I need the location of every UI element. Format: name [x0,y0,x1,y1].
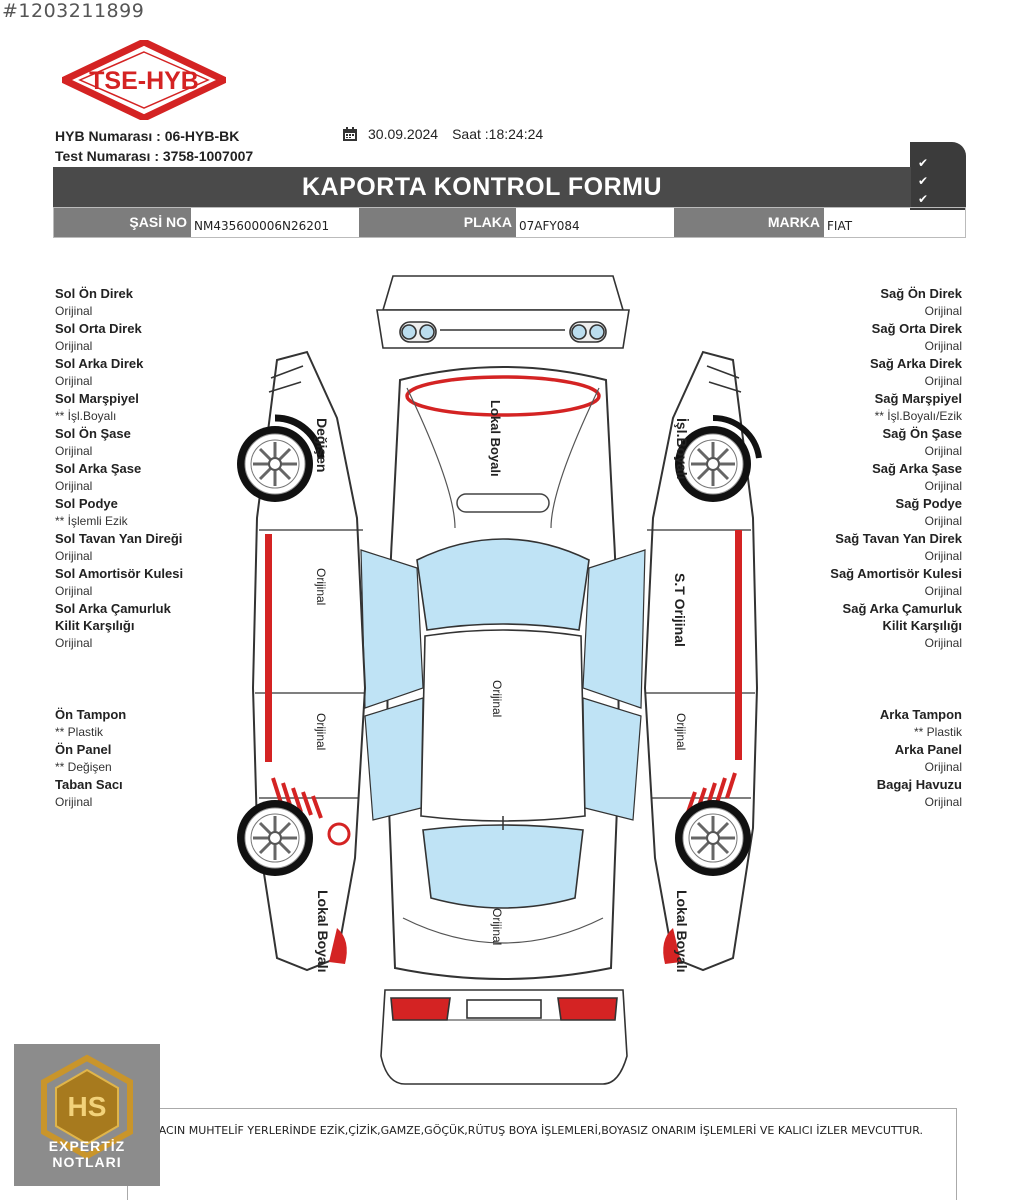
badge-monogram: HS [68,1091,107,1122]
left-sill-damage [265,534,272,762]
trunk-label: Orijinal [490,908,504,945]
front-view [376,275,630,349]
rear-view [380,989,628,1085]
list-item: Sağ Marşpiyel** İşl.Boyalı/Ezik [874,391,962,423]
list-item: Ön Tampon** Plastik [55,707,127,739]
check-icon: ✔ [918,156,929,170]
checklist-panel: ✔ ✔ ✔ [910,142,966,210]
report-datetime: 30.09.2024 Saat :18:24:24 [342,126,543,142]
right-side-view: İşl.Boyalı S.T Orijinal Orijinal Lokal B… [643,350,762,972]
listing-id: #1203211899 [2,0,145,22]
list-item: Arka Tampon** Plastik [879,707,962,739]
plate-value: 07AFY084 [519,219,580,233]
list-item: Sağ Arka Çamurluk [842,601,962,616]
hs-shield-icon: HS [41,1054,133,1160]
roof-label: Orijinal [490,680,504,717]
vehicle-info-bar: ŞASİ NO NM435600006N26201 PLAKA 07AFY084… [53,207,966,238]
report-meta: HYB Numarası : 06-HYB-BK Test Numarası :… [55,126,253,166]
brand-label: MARKA [674,208,824,237]
tse-hyb-logo: TSE-HYB [55,38,233,122]
left-rear-door-label: Orijinal [314,713,328,750]
left-front-fender-label: Değişen [314,418,330,472]
left-rear-fender-label: Lokal Boyalı [315,890,331,972]
calendar-icon [342,126,358,142]
badge-line2: NOTLARI [52,1154,122,1170]
right-front-door-label: S.T Orijinal [672,573,688,647]
chassis-label: ŞASİ NO [54,208,191,237]
list-item: Sol Podye** İşlemli Ezik [55,496,128,528]
report-date: 30.09.2024 [368,126,439,142]
test-number: Test Numarası : 3758-1007007 [55,148,254,164]
list-item: Sol Arka Çamurluk [55,601,171,616]
hood-label: Lokal Boyalı [488,400,503,477]
check-icon: ✔ [918,174,929,188]
plate-label: PLAKA [359,208,516,237]
chassis-value: NM435600006N26201 [194,219,330,233]
list-item: Sol Marşpiyel** İşl.Boyalı [55,391,139,423]
form-title: KAPORTA KONTROL FORMU [53,167,911,207]
left-side-view: Değişen Orijinal Orijinal Lokal Boyalı [235,350,367,972]
logo-text: TSE-HYB [89,67,199,95]
notes-box: ARACIN MUHTELİF YERLERİNDE EZİK,ÇİZİK,GA… [127,1108,957,1200]
left-lower-list: Ön Tampon** Plastik Ön Panel** Değişen T… [55,706,255,811]
hood-damage-mark [405,375,601,417]
right-sill-damage [735,530,742,760]
list-item: Ön Panel** Değişen [55,742,112,774]
car-diagram-svg: Değişen Orijinal Orijinal Lokal Boyalı [235,275,762,1085]
right-front-fender-label: İşl.Boyalı [674,418,690,479]
expertiz-notlari-badge: HS EXPERTİZ NOTLARI [14,1044,160,1186]
hyb-number: HYB Numarası : 06-HYB-BK [55,128,240,144]
car-body-diagram: Değişen Orijinal Orijinal Lokal Boyalı [225,268,785,1094]
right-rear-fender-label: Lokal Boyalı [674,890,690,972]
top-view [360,366,646,980]
report-time: Saat :18:24:24 [452,126,544,142]
right-rear-door-label: Orijinal [674,713,688,750]
badge-line1: EXPERTİZ [48,1138,126,1154]
brand-value: FIAT [827,219,853,233]
check-icon: ✔ [918,192,929,206]
left-front-door-label: Orijinal [314,568,328,605]
